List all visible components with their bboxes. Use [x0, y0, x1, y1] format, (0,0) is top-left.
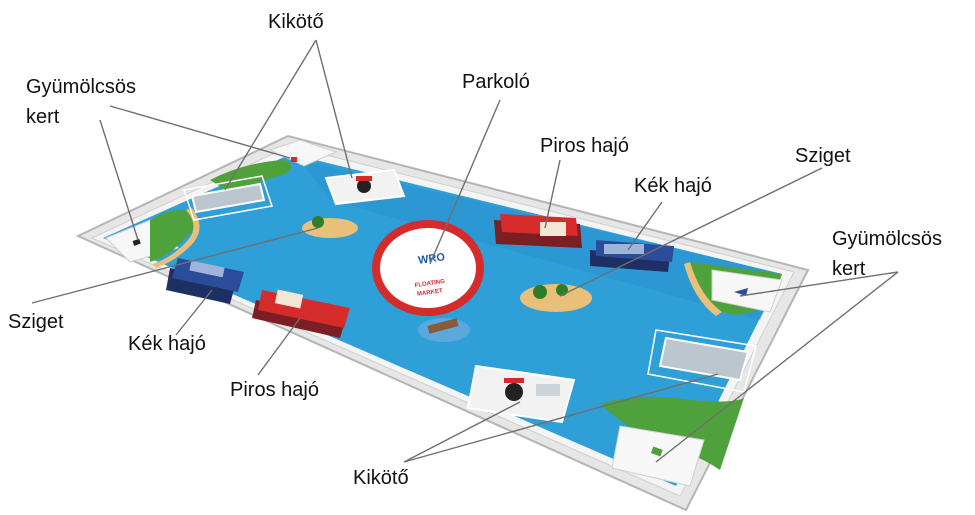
leader-gyumolcsos-right-1 — [739, 271, 899, 297]
harbor-dock-top-left-frame — [183, 175, 273, 221]
leader-kikoto-bottom-2 — [403, 373, 719, 463]
island-right-tree-1 — [533, 285, 547, 299]
parking-area — [372, 220, 484, 316]
fruit-garden-right-marker — [734, 288, 748, 296]
island-center-top-tree — [312, 216, 324, 228]
island-right-tree-2 — [556, 284, 568, 296]
fruit-garden-left-marker — [132, 238, 141, 246]
red-ship-top-cabin — [540, 222, 566, 236]
label-parkolo: Parkoló — [462, 71, 530, 93]
label-sziget-right: Sziget — [795, 145, 851, 167]
label-kikoto-top: Kikötő — [268, 11, 324, 33]
bottom-right-coast-land — [600, 396, 744, 470]
leader-lines — [31, 39, 899, 463]
harbor-dock-top-left — [190, 182, 266, 214]
leader-kek-hajo-top — [627, 201, 663, 251]
label-piros-hajo-bottom: Piros hajó — [230, 379, 319, 401]
island-right — [520, 284, 592, 312]
blue-ship-top-cabin — [604, 244, 644, 254]
leader-gyumolcsos-right-2 — [655, 271, 899, 463]
label-kikoto-bottom: Kikötő — [353, 467, 409, 489]
left-coast-land — [150, 209, 194, 262]
right-coast-sand — [684, 262, 722, 316]
top-left-coast-land — [210, 160, 292, 194]
parking-sign-line3: FLOATING — [414, 279, 445, 289]
leader-sziget-right — [559, 167, 823, 297]
label-piros-hajo-top: Piros hajó — [540, 135, 629, 157]
leader-kek-hajo-left — [175, 289, 213, 336]
harbor-bottom-robot-tag — [504, 378, 524, 383]
leader-piros-hajo-bottom — [257, 317, 301, 376]
label-gyumolcsos-kert-left: Gyümölcsös kert — [26, 76, 137, 128]
harbor-dock-right-frame — [647, 329, 757, 393]
leader-kikoto-top-2 — [315, 39, 353, 179]
blue-ship-left-cabin — [189, 260, 225, 278]
harbor-dock-right — [658, 336, 750, 382]
label-kek-hajo-top: Kék hajó — [634, 175, 712, 197]
leader-gyumolcsos-left-1 — [99, 119, 139, 241]
label-gyumolcsos-kert-right: Gyümölcsös kert — [832, 228, 943, 280]
harbor-top-robot-tag — [356, 176, 372, 181]
harbor-top-robot — [357, 179, 371, 193]
parking-sign-line4: MARKET — [417, 288, 444, 298]
harbor-bottom-grid — [536, 384, 560, 396]
leader-sziget-left — [31, 227, 319, 304]
left-coast-sand — [152, 208, 200, 268]
red-ship-left-cabin — [274, 289, 304, 309]
leader-kikoto-top-1 — [224, 39, 317, 191]
label-kek-hajo-left: Kék hajó — [128, 333, 206, 355]
leader-parkolo — [429, 99, 501, 265]
fruit-garden-bottom-right-area — [611, 425, 705, 487]
leader-gyumolcsos-left-2 — [109, 105, 291, 159]
blue-ship-left-deck — [172, 258, 244, 292]
shipwreck-debris — [427, 318, 459, 334]
harbor-bottom-robot — [505, 383, 523, 401]
label-sziget-left: Sziget — [8, 311, 64, 333]
fruit-garden-bottom-right-marker — [650, 446, 663, 457]
leader-kikoto-bottom-1 — [403, 401, 521, 463]
leader-piros-hajo-top — [544, 159, 561, 229]
fruit-garden-top-marker — [291, 157, 297, 162]
island-center-top — [302, 218, 358, 238]
